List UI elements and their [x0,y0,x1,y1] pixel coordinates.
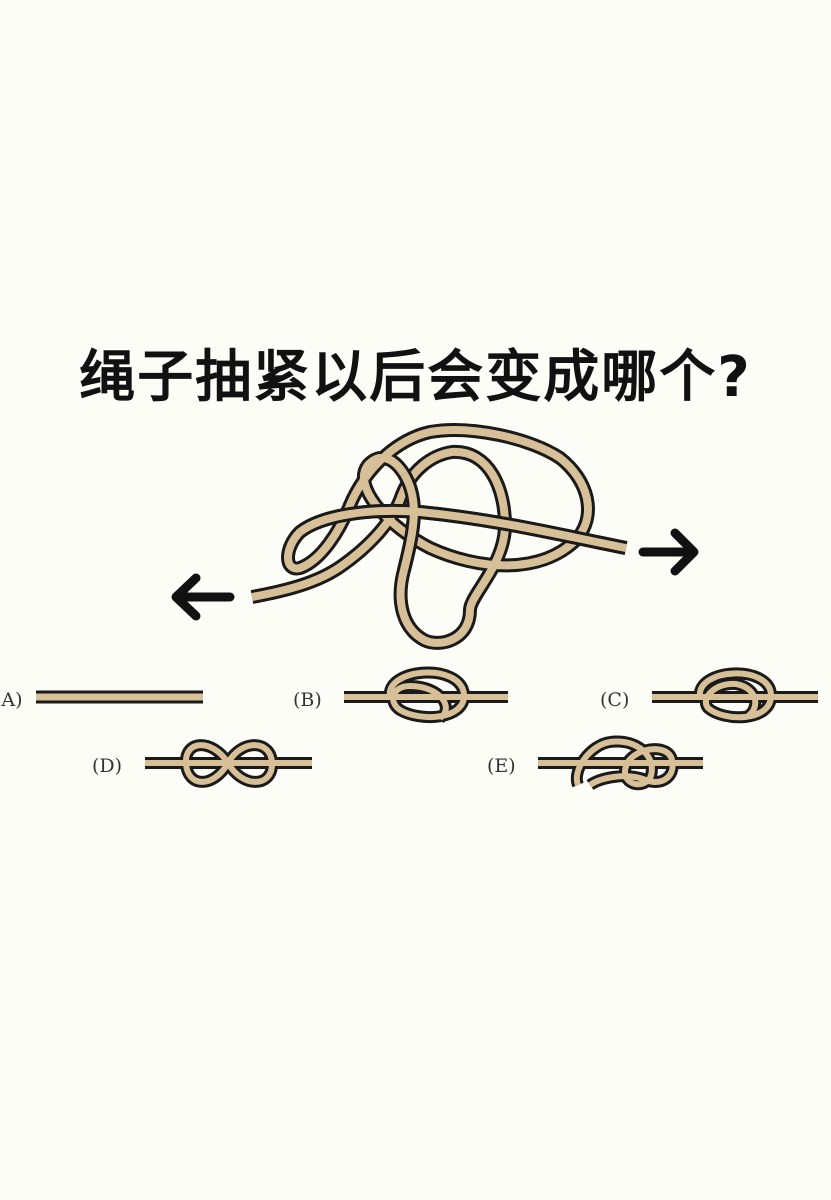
question-title: 绳子抽紧以后会变成哪个? [79,345,752,410]
option-d-label: (D) [92,755,122,777]
right-pull-arrow [638,528,699,576]
option-e-knot [538,735,703,791]
option-e-label: (E) [487,755,516,777]
option-b-knot [344,666,508,724]
loose-rope-knot [250,423,628,650]
option-b[interactable]: (B) [293,666,508,724]
option-a[interactable]: (A) [0,689,203,711]
option-d-knot [145,739,312,788]
option-c-knot [652,667,818,724]
option-a-label: (A) [0,689,23,711]
option-e[interactable]: (E) [487,735,703,791]
option-c-label: (C) [600,689,629,711]
option-c[interactable]: (C) [600,667,818,724]
left-pull-arrow [171,573,235,621]
option-b-label: (B) [293,689,322,711]
option-d[interactable]: (D) [92,739,312,788]
